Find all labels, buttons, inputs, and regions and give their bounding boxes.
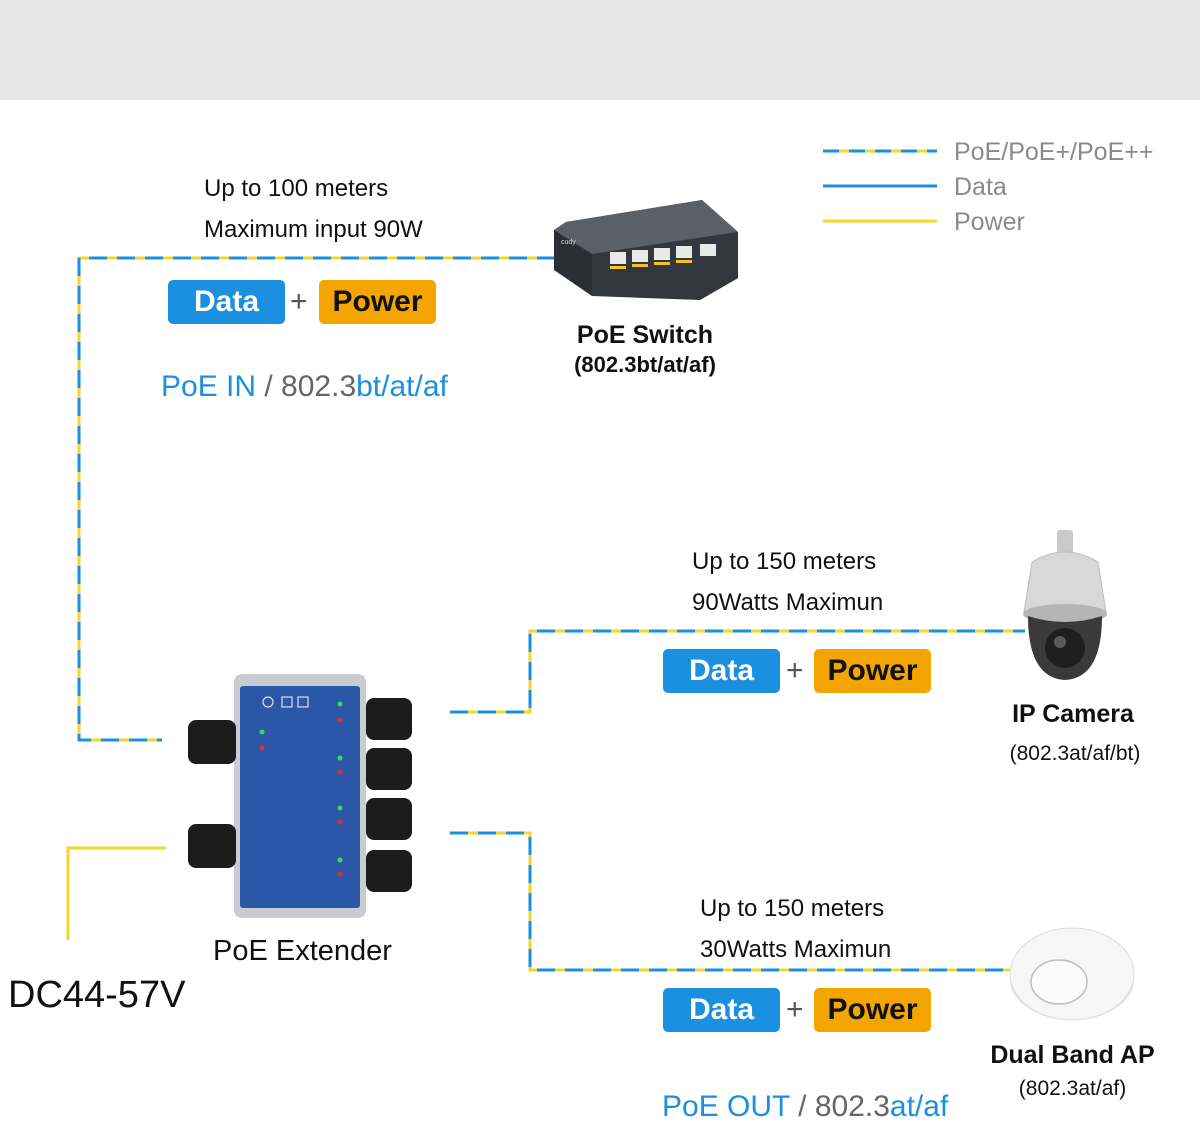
legend-poe-label: PoE/PoE+/PoE++ [954, 138, 1154, 166]
camera-plus-sign: + [786, 654, 804, 687]
access-point-standard: (802.3at/af) [1018, 1077, 1127, 1100]
ap-distance-note: Up to 150 meters [700, 895, 885, 922]
legend-power-label: Power [954, 208, 1025, 236]
camera-distance-note: Up to 150 meters [692, 548, 877, 575]
ip-camera-label: IP Camera [1012, 700, 1134, 728]
legend-data-label: Data [954, 173, 1007, 201]
input-power-note: Maximum input 90W [204, 216, 423, 243]
top-banner [0, 0, 1200, 100]
poe-out-standard: PoE OUT / 802.3at/af [662, 1090, 949, 1123]
ap-wire [450, 831, 1015, 972]
legend-lines [823, 149, 937, 223]
ip-camera-icon [1023, 530, 1107, 680]
camera-power-note: 90Watts Maximun [692, 589, 884, 616]
ap-power-note: 30Watts Maximun [700, 936, 892, 963]
camera-data-badge: Data [663, 649, 780, 693]
camera-power-badge: Power [814, 649, 931, 693]
camera-wire [450, 629, 1025, 714]
dc-power-wire [66, 846, 166, 940]
access-point-label: Dual Band AP [990, 1041, 1155, 1069]
poe-in-standard: PoE IN / 802.3bt/at/af [161, 370, 448, 403]
input-power-badge: Power [319, 280, 436, 324]
dc-input-label: DC44-57V [8, 974, 186, 1016]
input-data-badge: Data [168, 280, 285, 324]
poe-extender-icon [188, 674, 412, 918]
input-distance-note: Up to 100 meters [204, 175, 389, 202]
poe-in-wire [77, 256, 555, 742]
ap-power-badge: Power [814, 988, 931, 1032]
access-point-icon [1009, 927, 1135, 1021]
poe-extender-label: PoE Extender [213, 935, 392, 967]
ap-data-badge: Data [663, 988, 780, 1032]
poe-switch-label: PoE Switch [576, 321, 714, 349]
poe-switch-icon: cudy [554, 200, 738, 300]
ip-camera-standard: (802.3at/af/bt) [1009, 742, 1141, 765]
poe-switch-standard: (802.3bt/at/af) [574, 352, 716, 377]
input-plus-sign: + [290, 285, 308, 318]
svg-text:cudy: cudy [561, 239, 576, 246]
ap-plus-sign: + [786, 993, 804, 1026]
